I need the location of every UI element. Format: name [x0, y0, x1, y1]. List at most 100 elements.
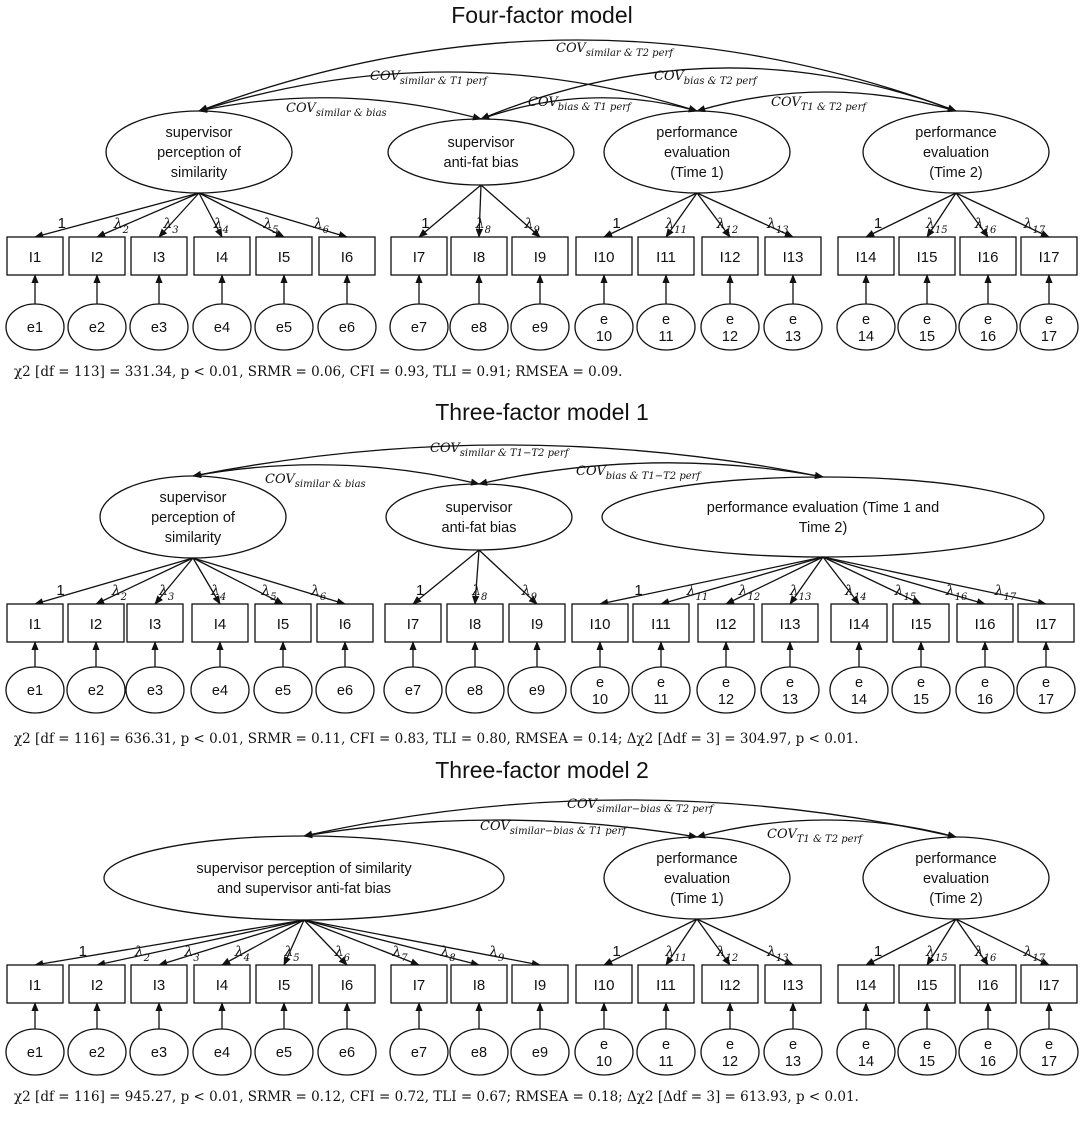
loading-arrow	[303, 919, 480, 967]
loading-arrow	[955, 192, 989, 238]
loading-label: λ13	[766, 216, 789, 236]
item-box	[1020, 236, 1078, 276]
factor-label: evaluation	[664, 871, 730, 887]
item-box	[764, 236, 822, 276]
factor-label: (Time 1)	[670, 891, 723, 907]
item-label: I11	[656, 977, 676, 994]
loading-label: λ8	[471, 583, 487, 603]
error-label: e2	[89, 1045, 105, 1061]
factor-label: (Time 2)	[929, 165, 982, 181]
factor-ellipse	[385, 483, 573, 551]
item-box	[191, 603, 249, 643]
loading-arrow	[303, 919, 541, 968]
item-box	[68, 236, 126, 276]
loading-arrow	[96, 192, 200, 238]
item-box	[830, 603, 888, 643]
error-label: e7	[411, 320, 427, 336]
item-label: I7	[413, 249, 426, 266]
loading-arrow	[822, 556, 986, 606]
covariance-label: COVT1 & T2 perf	[767, 827, 864, 845]
item-box	[511, 964, 569, 1004]
loading-arrow	[303, 919, 348, 966]
loading-label: λ17	[1023, 216, 1046, 236]
item-label: I5	[278, 249, 291, 266]
item-box	[956, 603, 1014, 643]
error-label: e6	[339, 320, 355, 336]
factor-ellipse	[601, 476, 1045, 558]
error-label: e5	[276, 1045, 292, 1061]
factor-ellipse	[103, 835, 505, 921]
loading-arrow	[34, 192, 200, 239]
item-box	[126, 603, 184, 643]
item-label: I12	[720, 249, 741, 266]
loading-label: λ5	[283, 944, 299, 964]
item-label: I10	[594, 977, 615, 994]
loading-arrow	[955, 192, 1050, 238]
loading-label: λ7	[391, 944, 408, 964]
loading-arrow	[696, 192, 731, 238]
loading-label: λ14	[844, 583, 867, 603]
factor-label: (Time 2)	[929, 891, 982, 907]
item-box	[575, 236, 633, 276]
loading-arrow	[192, 557, 346, 606]
factor-label: supervisor	[448, 135, 515, 151]
error-label: e5	[276, 320, 292, 336]
item-label: I11	[651, 616, 671, 633]
item-label: I16	[978, 249, 999, 266]
model-2: Three-factor model 1supervisorperception…	[5, 399, 1076, 747]
loading-label: λ6	[313, 216, 330, 236]
factor-label: performance evaluation (Time 1 and	[707, 500, 939, 516]
item-label: I17	[1039, 977, 1060, 994]
loading-label: λ9	[521, 583, 538, 603]
item-label: I3	[153, 249, 166, 266]
item-label: I15	[911, 616, 932, 633]
covariance-arc	[478, 462, 824, 486]
loading-label: λ6	[310, 583, 327, 603]
item-label: I4	[216, 249, 229, 266]
loading-label: λ13	[766, 944, 789, 964]
factor-label: performance	[656, 851, 737, 867]
error-label: e8	[471, 320, 487, 336]
factor-label: evaluation	[923, 871, 989, 887]
loading-arrow	[412, 549, 480, 605]
loading-arrow	[283, 919, 305, 966]
covariance-arc	[192, 464, 480, 486]
item-box	[446, 603, 504, 643]
covariance-arc	[303, 819, 698, 840]
loading-label: λ2	[113, 216, 129, 236]
loading-label: λ17	[994, 583, 1017, 603]
fit-statistics: χ2 [df = 116] = 945.27, p < 0.01, SRMR =…	[14, 1089, 859, 1105]
loading-arrow	[725, 556, 824, 605]
loading-arrow	[471, 549, 480, 605]
loading-label: λ3	[158, 583, 174, 603]
loading-arrow	[303, 919, 420, 966]
error-label: e3	[151, 1045, 167, 1061]
item-box	[193, 236, 251, 276]
item-label: I2	[91, 249, 104, 266]
error-label: e6	[339, 1045, 355, 1061]
item-label: I9	[531, 616, 544, 633]
item-box	[318, 964, 376, 1004]
loading-arrow	[221, 919, 305, 966]
loading-arrow	[34, 557, 194, 606]
loading-label: 1	[421, 215, 429, 232]
item-box	[959, 964, 1017, 1004]
covariance-label: COVsimilar−bias & T1 perf	[480, 819, 628, 837]
loading-label: λ16	[974, 944, 997, 964]
factor-label: similarity	[171, 165, 228, 181]
item-label: I6	[341, 249, 354, 266]
item-box	[68, 964, 126, 1004]
error-label: e8	[467, 683, 483, 699]
